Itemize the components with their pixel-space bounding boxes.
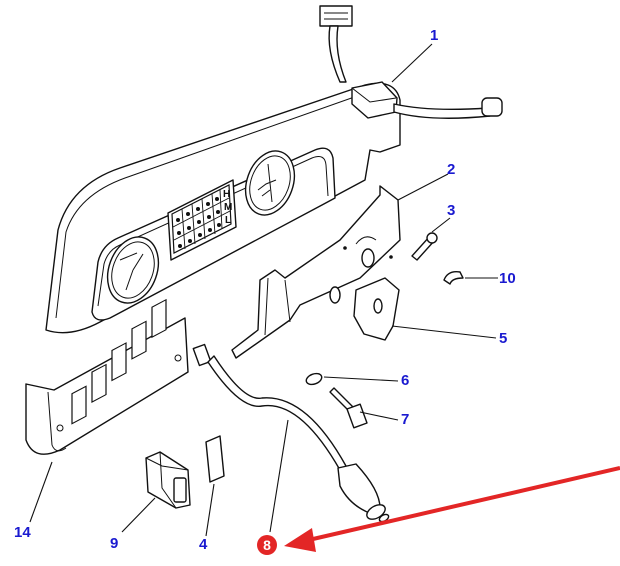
callout-4[interactable]: 4 — [199, 536, 208, 553]
clock-gauge — [106, 236, 160, 304]
instrument-cluster: H M L — [45, 82, 401, 334]
callout-6[interactable]: 6 — [401, 372, 410, 389]
leader-lines — [29, 43, 498, 537]
warning-letter-m: M — [224, 202, 232, 213]
rev-gauge — [244, 150, 296, 216]
callout-10[interactable]: 10 — [499, 270, 516, 287]
switch-panel — [25, 298, 189, 455]
warning-light-panel: H M L — [167, 179, 237, 261]
circlip — [443, 270, 464, 285]
callout-3[interactable]: 3 — [447, 202, 456, 219]
screw — [411, 232, 438, 261]
nut — [305, 372, 323, 386]
ignition-key — [329, 387, 368, 429]
mounting-bracket — [231, 185, 401, 359]
callout-7[interactable]: 7 — [401, 411, 410, 428]
highlight-arrow — [284, 466, 620, 552]
ignition-switch-plate — [353, 277, 400, 341]
callout-5[interactable]: 5 — [499, 330, 508, 347]
blanking-cover — [205, 435, 225, 483]
callout-9[interactable]: 9 — [110, 535, 119, 552]
warning-letter-h: H — [223, 189, 230, 200]
combination-switch — [319, 5, 503, 119]
callout-14[interactable]: 14 — [14, 524, 31, 541]
rocker-switch — [145, 451, 191, 509]
ignition-harness — [192, 343, 390, 523]
callout-2[interactable]: 2 — [447, 161, 456, 178]
warning-letter-l: L — [225, 215, 231, 226]
callout-1[interactable]: 1 — [430, 27, 439, 44]
callout-8-highlighted[interactable]: 8 — [257, 535, 277, 555]
